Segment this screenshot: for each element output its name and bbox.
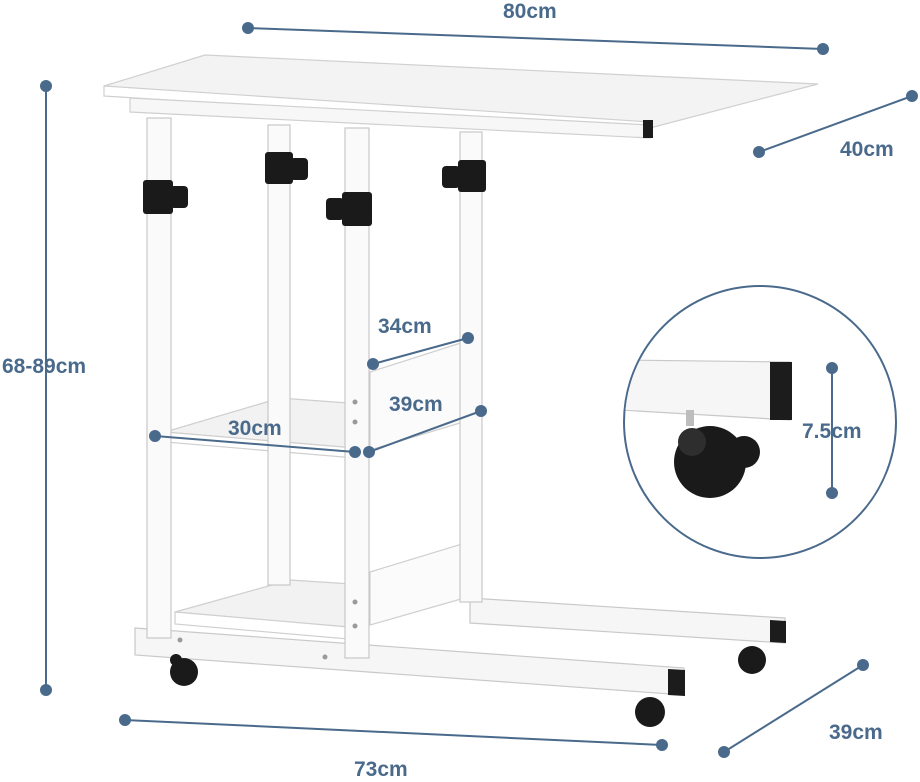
label-shelf-width: 30cm xyxy=(228,417,282,440)
label-base-depth: 39cm xyxy=(829,721,883,744)
base-frame xyxy=(134,597,786,696)
label-height: 68-89cm xyxy=(2,355,87,378)
screws xyxy=(177,399,358,660)
label-caster-height: 7.5cm xyxy=(802,420,862,443)
label-top-depth: 40cm xyxy=(840,138,894,161)
height-adjust-knobs xyxy=(143,152,486,226)
label-shelf-length: 39cm xyxy=(389,393,443,416)
label-shelf-depth: 34cm xyxy=(378,315,432,338)
lower-shelf xyxy=(174,539,476,641)
dimension-lines xyxy=(40,22,918,758)
casters xyxy=(170,646,766,727)
label-base-width: 73cm xyxy=(354,758,408,781)
table-top xyxy=(103,54,819,139)
label-top-width: 80cm xyxy=(503,0,557,23)
